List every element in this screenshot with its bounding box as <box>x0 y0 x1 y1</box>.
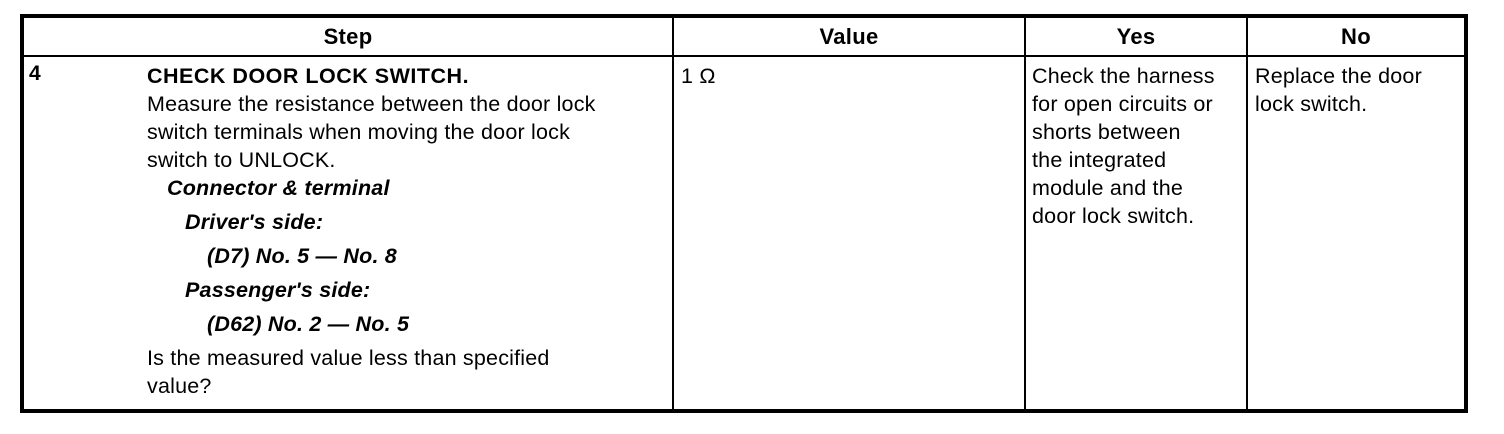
question-line: Is the measured value less than specifie… <box>147 346 550 370</box>
value-cell: 1 Ω <box>672 57 1024 409</box>
column-header-yes: Yes <box>1024 18 1246 57</box>
no-line: lock switch. <box>1255 92 1368 116</box>
yes-line: door lock switch. <box>1032 204 1195 228</box>
yes-cell: Check the harness for open circuits or s… <box>1024 57 1246 409</box>
yes-line: module and the <box>1032 176 1184 200</box>
drivers-side-label: Driver's side: <box>185 210 324 234</box>
step-cell: 4 CHECK DOOR LOCK SWITCH. Measure the re… <box>24 57 672 409</box>
connector-terminal-heading: Connector & terminal <box>167 176 390 200</box>
passengers-side-terminals: (D62) No. 2 — No. 5 <box>207 312 410 336</box>
yes-line: Check the harness <box>1032 64 1215 88</box>
instruction-line: switch to UNLOCK. <box>147 148 336 172</box>
yes-line: shorts between <box>1032 120 1181 144</box>
question-line: value? <box>147 374 212 398</box>
step-number: 4 <box>29 62 41 85</box>
column-header-no: No <box>1246 18 1464 57</box>
column-header-step: Step <box>24 18 672 57</box>
diagnostic-procedure-table: Step Value Yes No 4 CHECK DOOR LOCK SWIT… <box>20 14 1468 413</box>
step-content: CHECK DOOR LOCK SWITCH. Measure the resi… <box>147 62 672 400</box>
yes-line: the integrated <box>1032 148 1167 172</box>
step-title: CHECK DOOR LOCK SWITCH. <box>147 64 470 88</box>
no-cell: Replace the door lock switch. <box>1246 57 1464 409</box>
value-text: 1 Ω <box>681 64 716 88</box>
no-line: Replace the door <box>1255 64 1422 88</box>
passengers-side-label: Passenger's side: <box>185 278 371 302</box>
drivers-side-terminals: (D7) No. 5 — No. 8 <box>207 244 397 268</box>
instruction-line: Measure the resistance between the door … <box>147 92 596 116</box>
column-header-value: Value <box>672 18 1024 57</box>
instruction-line: switch terminals when moving the door lo… <box>147 120 571 144</box>
yes-line: for open circuits or <box>1032 92 1213 116</box>
